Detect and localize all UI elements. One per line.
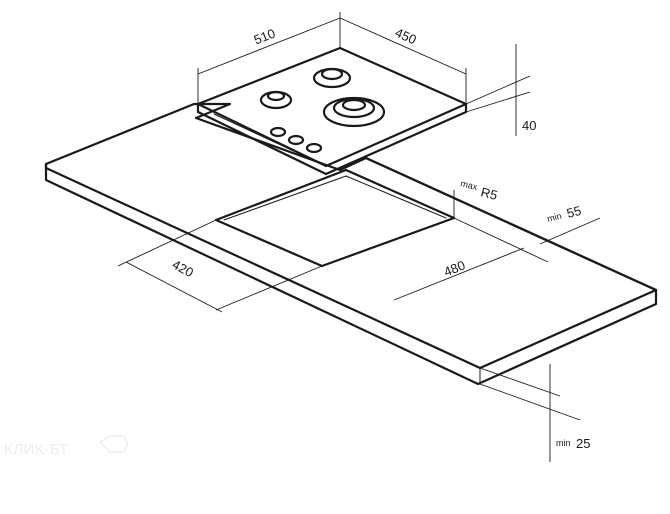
watermark: КЛИК-БТ [4,435,129,458]
svg-text:40: 40 [522,118,536,133]
svg-text:480: 480 [442,257,468,279]
burner-back [312,67,352,89]
svg-text:КЛИК-БТ: КЛИК-БТ [4,441,69,458]
burner-left [259,90,293,110]
dim-hob-width: 510 [197,12,341,104]
dim-cutout-depth: 420 [117,219,323,313]
svg-text:min: min [556,438,571,448]
dim-worktop-thickness: min 25 [479,364,590,462]
svg-text:450: 450 [393,25,419,48]
dim-corner-radius: max R5 [453,178,499,218]
worktop [44,102,658,386]
dim-edge-clearance: min 55 [539,203,601,245]
svg-text:max: max [460,178,479,192]
svg-text:25: 25 [576,436,590,451]
svg-text:420: 420 [170,257,196,280]
svg-text:min: min [546,211,563,224]
burner-wok [322,96,386,128]
svg-text:510: 510 [252,26,278,48]
worktop-cutout [214,168,456,268]
dim-hob-depth: 450 [339,17,467,104]
gas-hob [196,46,468,176]
svg-text:R5: R5 [479,184,499,203]
dim-hob-height: 40 [465,44,536,136]
control-knobs [269,126,323,154]
svg-text:55: 55 [565,203,583,221]
